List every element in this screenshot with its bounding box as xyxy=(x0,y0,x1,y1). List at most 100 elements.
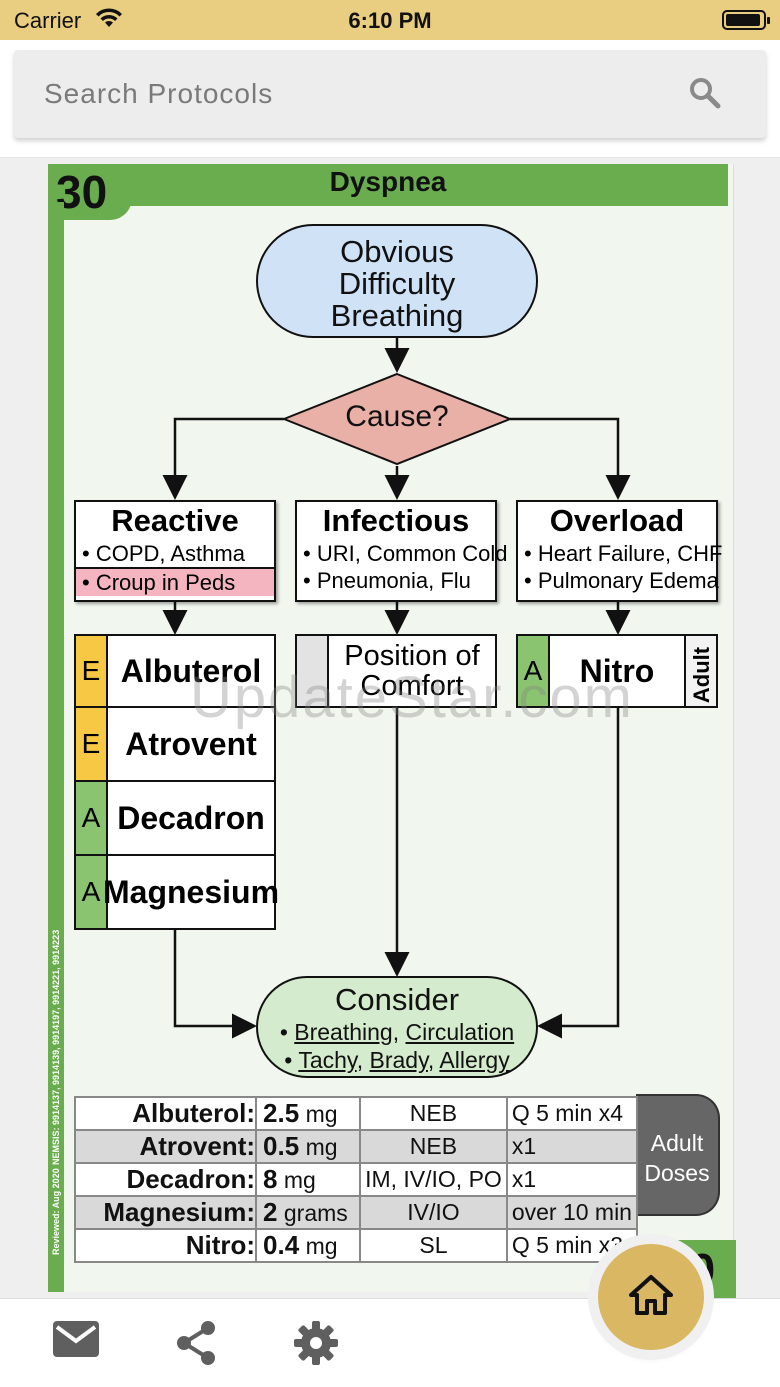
branch-infectious: Infectious • URI, Common Cold • Pneumoni… xyxy=(295,500,508,602)
search-icon[interactable] xyxy=(688,76,722,115)
dose-amount: 2.5 xyxy=(263,1098,300,1128)
consider-line-2: • Tachy, Brady, Allergy xyxy=(284,1047,510,1073)
share-icon[interactable] xyxy=(174,1319,218,1372)
dose-name: Atrovent: xyxy=(73,1129,258,1164)
branch-overload: Overload • Heart Failure, CHF • Pulmonar… xyxy=(516,500,723,602)
link-allergy[interactable]: Allergy xyxy=(439,1047,510,1073)
med-name: Atrovent xyxy=(125,725,257,762)
status-bar: Carrier 6:10 PM xyxy=(0,0,780,40)
dose-amount: 0.5 xyxy=(263,1131,300,1161)
med-level: E xyxy=(76,636,108,706)
mail-icon[interactable] xyxy=(52,1319,100,1364)
reviewed-date: Reviewed: Aug 2020 xyxy=(51,1168,61,1255)
watermark: UpdateStar.com xyxy=(190,665,634,730)
branch-item-peds: • Croup in Peds xyxy=(76,567,274,596)
link-breathing[interactable]: Breathing xyxy=(294,1019,393,1045)
dose-name: Albuterol: xyxy=(73,1096,258,1131)
adult-doses-line-2: Doses xyxy=(644,1160,710,1186)
dose-amount: 2 xyxy=(263,1197,278,1227)
dose-route: IV/IO xyxy=(359,1195,508,1230)
search-input[interactable] xyxy=(44,74,644,114)
dose-row: Magnesium: 2 grams IV/IO over 10 min xyxy=(73,1195,639,1230)
branch-item: • URI, Common Cold xyxy=(303,541,508,566)
start-line-2: Difficulty xyxy=(338,266,456,301)
dose-amount-cell: 2 grams xyxy=(255,1195,362,1230)
dose-name: Magnesium: xyxy=(73,1195,258,1230)
dose-frequency: over 10 min xyxy=(505,1195,639,1230)
dose-route: IM, IV/IO, PO xyxy=(359,1162,508,1197)
protocol-number: 30 xyxy=(48,164,132,220)
start-line-3: Breathing xyxy=(330,298,464,333)
dose-amount: 0.4 xyxy=(263,1230,300,1260)
dose-route: NEB xyxy=(359,1129,508,1164)
search-area xyxy=(0,40,780,158)
dose-amount-cell: 0.5 mg xyxy=(255,1129,362,1164)
dose-table: Albuterol: 2.5 mg NEB Q 5 min x4 Atroven… xyxy=(73,1096,639,1263)
battery-icon xyxy=(722,10,770,30)
med-level: E xyxy=(76,708,108,780)
branch-reactive: Reactive • COPD, Asthma • Croup in Peds xyxy=(74,500,276,602)
dose-unit: mg xyxy=(283,1167,316,1193)
med-name: Nitro xyxy=(579,652,655,689)
med-name: Albuterol xyxy=(120,652,262,689)
med-magnesium[interactable]: A Magnesium xyxy=(74,854,280,930)
branch-item: • Pulmonary Edema xyxy=(524,568,719,593)
dose-unit: mg xyxy=(305,1134,338,1160)
adult-tag: Adult xyxy=(684,636,716,706)
consider-title: Consider xyxy=(334,982,460,1017)
home-button[interactable] xyxy=(598,1244,704,1350)
branch-item: • COPD, Asthma xyxy=(82,541,245,566)
action-position-of-comfort[interactable]: Position of Comfort xyxy=(295,634,497,708)
protocol-title-bar: Dyspnea xyxy=(48,164,728,206)
dose-row: Albuterol: 2.5 mg NEB Q 5 min x4 xyxy=(73,1096,639,1131)
action-line-1: Position of xyxy=(344,640,480,672)
settings-icon[interactable] xyxy=(292,1319,340,1372)
med-nitro[interactable]: A Nitro Adult xyxy=(516,634,718,708)
start-line-1: Obvious xyxy=(340,234,454,269)
search-box[interactable] xyxy=(14,50,766,138)
adult-doses-label: Adult Doses xyxy=(636,1094,720,1216)
branch-item: • Pneumonia, Flu xyxy=(303,568,471,593)
dose-name: Decadron: xyxy=(73,1162,258,1197)
action-line-2: Comfort xyxy=(360,670,464,702)
link-tachy[interactable]: Tachy xyxy=(298,1047,357,1073)
branch-title: Infectious xyxy=(322,503,470,538)
dose-amount-cell: 0.4 mg xyxy=(255,1228,362,1263)
dose-name: Nitro: xyxy=(73,1228,258,1263)
med-atrovent[interactable]: E Atrovent xyxy=(74,706,276,782)
protocol-title: Dyspnea xyxy=(329,166,447,197)
dose-frequency: x1 xyxy=(505,1129,639,1164)
med-name: Magnesium xyxy=(102,873,280,910)
action-level xyxy=(297,636,329,706)
dose-row: Decadron: 8 mg IM, IV/IO, PO x1 xyxy=(73,1162,639,1197)
med-decadron[interactable]: A Decadron xyxy=(74,780,276,856)
dose-amount: 8 xyxy=(263,1164,278,1194)
consider-node: Consider • Breathing, Circulation • Tach… xyxy=(256,976,538,1078)
clock: 6:10 PM xyxy=(348,8,432,33)
dose-unit: grams xyxy=(283,1200,348,1226)
med-name: Decadron xyxy=(117,799,265,836)
nemsis-codes: NEMSIS: 9914137, 9914139, 9914197, 99142… xyxy=(51,929,61,1165)
med-albuterol[interactable]: E Albuterol xyxy=(74,634,276,708)
consider-line-1: • Breathing, Circulation xyxy=(279,1019,515,1045)
protocol-side-strip: NEMSIS: 9914137, 9914139, 9914197, 99142… xyxy=(48,202,64,1292)
wifi-icon xyxy=(94,6,124,35)
dose-route: NEB xyxy=(359,1096,508,1131)
dose-frequency: Q 5 min x4 xyxy=(505,1096,639,1131)
med-level: A xyxy=(518,636,550,706)
branch-title: Reactive xyxy=(111,503,239,538)
link-brady[interactable]: Brady xyxy=(369,1047,428,1073)
dose-amount-cell: 8 mg xyxy=(255,1162,362,1197)
dose-unit: mg xyxy=(305,1101,338,1127)
dose-amount-cell: 2.5 mg xyxy=(255,1096,362,1131)
med-level: A xyxy=(76,856,108,928)
link-circulation[interactable]: Circulation xyxy=(405,1019,515,1045)
adult-doses-line-1: Adult xyxy=(650,1130,704,1156)
decision-label: Cause? xyxy=(345,400,449,433)
adult-tag-label: Adult xyxy=(689,646,714,704)
branch-item: • Heart Failure, CHF xyxy=(524,541,723,566)
dose-row: Atrovent: 0.5 mg NEB x1 xyxy=(73,1129,639,1164)
action-text: Position of Comfort xyxy=(329,636,495,706)
start-node: Obvious Difficulty Breathing xyxy=(256,224,538,338)
